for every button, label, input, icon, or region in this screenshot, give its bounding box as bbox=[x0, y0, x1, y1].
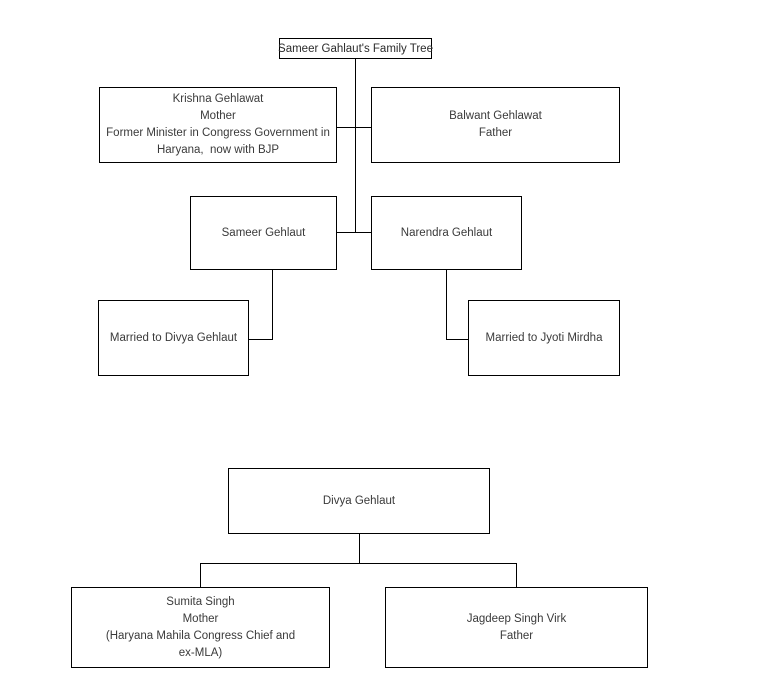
node-line-1: Jagdeep Singh Virk bbox=[466, 612, 567, 625]
connector-sameer-spouse-horizontal bbox=[249, 339, 273, 340]
node-line-1: Narendra Gehlaut bbox=[400, 226, 493, 239]
connector-lower-right-drop bbox=[516, 563, 517, 588]
node-sumita-singh-mother: Sumita Singh Mother (Haryana Mahila Cong… bbox=[71, 587, 330, 668]
node-narendra-gehlaut: Narendra Gehlaut bbox=[371, 196, 522, 270]
node-line-2: Father bbox=[478, 127, 513, 139]
node-line-1: Married to Jyoti Mirdha bbox=[485, 331, 603, 344]
connector-sameer-spouse-vertical bbox=[272, 270, 273, 340]
node-line-3: Former Minister in Congress Government i… bbox=[106, 127, 330, 139]
connector-siblings-horizontal bbox=[337, 232, 372, 233]
connector-divya-down bbox=[359, 533, 360, 564]
node-sameer-gehlaut: Sameer Gehlaut bbox=[190, 196, 337, 270]
node-line-1: Divya Gehlaut bbox=[322, 494, 396, 507]
node-line-1: Sameer Gehlaut bbox=[221, 226, 306, 239]
node-line-3: (Haryana Mahila Congress Chief and bbox=[105, 629, 296, 642]
connector-lower-bus bbox=[200, 563, 517, 564]
node-line-1: Sumita Singh bbox=[166, 595, 235, 608]
node-line-2: Mother bbox=[182, 612, 219, 625]
connector-spine-main bbox=[355, 59, 356, 233]
node-krishna-gehlawat-mother: Krishna Gehlawat Mother Former Minister … bbox=[99, 87, 337, 163]
diagram-title-text: Sameer Gahlaut's Family Tree bbox=[278, 42, 433, 55]
connector-narendra-spouse-vertical bbox=[446, 270, 447, 340]
node-married-to-jyoti-mirdha: Married to Jyoti Mirdha bbox=[468, 300, 620, 376]
node-divya-gehlaut: Divya Gehlaut bbox=[228, 468, 490, 534]
node-line-1: Krishna Gehlawat bbox=[172, 93, 264, 105]
connector-lower-left-drop bbox=[200, 563, 201, 588]
node-line-2: Father bbox=[499, 629, 534, 642]
node-balwant-gehlawat-father: Balwant Gehlawat Father bbox=[371, 87, 620, 163]
node-line-4: Haryana, now with BJP bbox=[156, 144, 280, 156]
node-line-2: Mother bbox=[200, 110, 236, 122]
connector-parents-horizontal bbox=[337, 127, 372, 128]
node-married-to-divya-gehlaut: Married to Divya Gehlaut bbox=[98, 300, 249, 376]
node-line-1: Balwant Gehlawat bbox=[449, 110, 542, 122]
connector-narendra-spouse-horizontal bbox=[446, 339, 469, 340]
node-line-1: Married to Divya Gehlaut bbox=[109, 331, 238, 344]
diagram-title: Sameer Gahlaut's Family Tree bbox=[278, 38, 433, 59]
node-jagdeep-singh-virk-father: Jagdeep Singh Virk Father bbox=[385, 587, 648, 668]
node-line-4: ex-MLA) bbox=[178, 646, 223, 659]
